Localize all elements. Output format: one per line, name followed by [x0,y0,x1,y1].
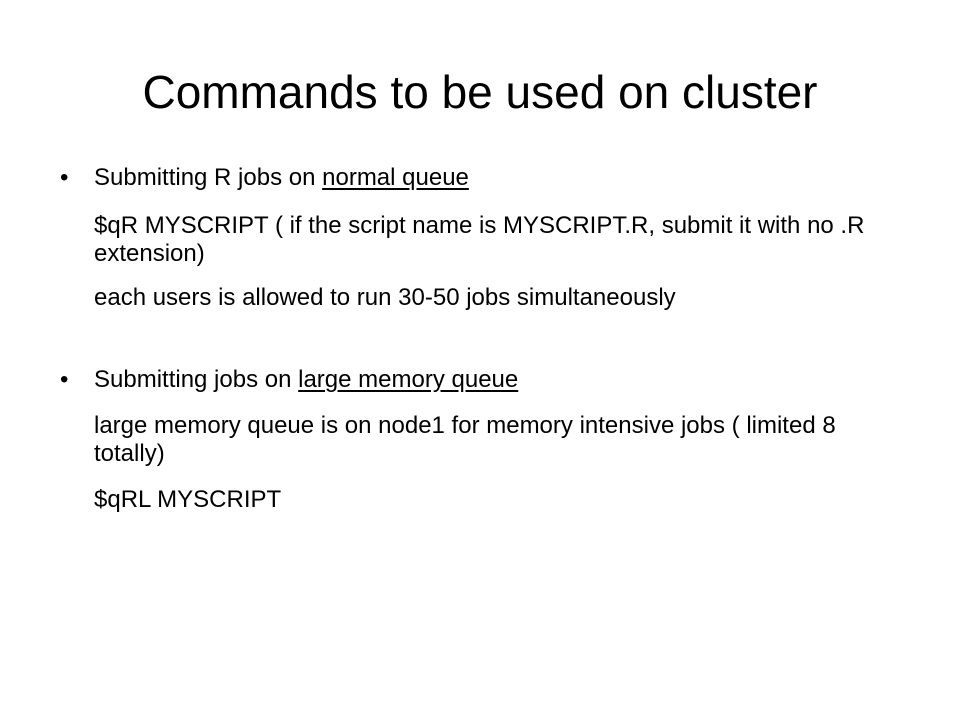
bullet-marker: • [60,366,69,393]
bullet-subline: large memory queue is on node1 for memor… [94,412,836,467]
slide-title: Commands to be used on cluster [142,66,818,118]
bullet-lead-text: Submitting jobs on [94,366,299,393]
bullet-subline: each users is allowed to run 30-50 jobs … [94,284,676,311]
bullet-subline: $qR MYSCRIPT ( if the script name is MYS… [94,212,865,267]
large-memory-queue-link: large memory queue [298,366,519,393]
bullet-lead-text: Submitting R jobs on [94,164,323,191]
bullet-marker: • [60,164,69,191]
bullet-heading: Submitting jobs on large memory queue [94,366,518,394]
bullet-subline: $qRL MYSCRIPT [94,486,282,513]
bullet-heading: Submitting R jobs on normal queue [94,164,469,192]
normal-queue-link: normal queue [322,164,469,191]
